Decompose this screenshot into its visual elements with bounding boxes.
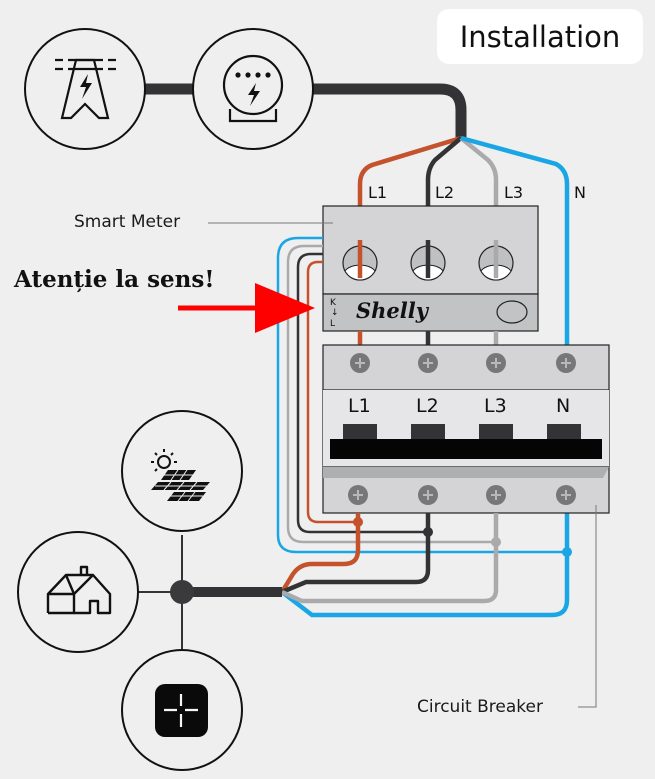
meter-led-indicator [496,300,528,324]
plus-grid-icon [155,684,208,737]
meter-terminal [342,245,378,281]
breaker-screw [418,353,438,373]
utility-meter-node [192,28,314,150]
house-icon [46,565,112,615]
incoming-wires [280,135,570,618]
local-bus [138,535,282,650]
phase-label-l1: L1 [368,183,387,202]
breaker-screw [348,485,368,505]
shelly-logo: Shelly [356,298,430,323]
breaker-label-l3: L3 [484,395,507,417]
installation-title: Installation [437,9,643,64]
breaker-screw [486,353,506,373]
solar-panel-icon [151,449,210,502]
breaker-screw [418,485,438,505]
breaker-toggle[interactable] [411,424,445,440]
phase-label-l3: L3 [504,183,523,202]
phase-label-l2: L2 [435,183,454,202]
outgoing-wires [280,513,572,604]
direction-k: K [330,298,337,308]
circuit-breaker-label: Circuit Breaker [417,697,543,717]
grid-extension-node [121,649,243,771]
circuit-breaker: L1 L2 L3 N [322,344,610,514]
breaker-bar [330,439,602,459]
bus-junction [170,580,194,604]
power-grid-node [24,28,146,150]
breaker-screw [556,353,576,373]
direction-l: L [330,319,335,329]
breaker-screw [486,485,506,505]
phase-label-n: N [574,183,586,202]
breaker-screw [556,485,576,505]
main-supply-cable [145,83,467,140]
direction-arrow: ↓ [331,308,339,318]
solar-node [121,410,243,532]
breaker-label-l2: L2 [416,395,439,417]
sensing-loop-wires [276,236,567,554]
smart-meter: K ↓ L Shelly [322,205,539,332]
house-node [17,531,139,653]
breaker-label-l1: L1 [348,395,371,417]
transmission-tower-icon [55,58,116,120]
breaker-label-n: N [556,395,570,417]
warning-arrow [178,283,315,333]
breaker-screw [350,353,370,373]
breaker-toggle[interactable] [547,424,581,440]
breaker-toggle[interactable] [343,424,377,440]
top-phase-labels: L1 L2 L3 N [368,183,586,202]
electric-meter-icon [222,54,284,123]
direction-warning: Atenție la sens! [14,266,215,293]
smart-meter-label: Smart Meter [74,212,181,232]
breaker-toggle[interactable] [479,424,513,440]
circuit-breaker-leader [578,505,597,708]
